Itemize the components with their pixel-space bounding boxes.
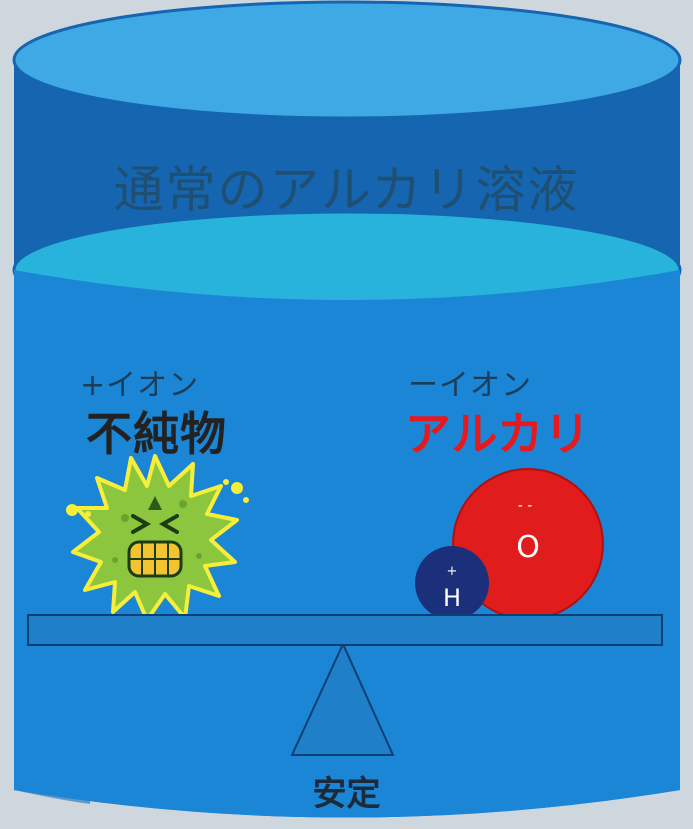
- fulcrum: [290, 641, 395, 756]
- hydrogen-symbol: H: [442, 584, 462, 612]
- page-title: 通常のアルカリ溶液: [113, 161, 580, 219]
- hydrogen-atom: [415, 546, 489, 620]
- liquid-body: [14, 270, 680, 818]
- impurity-label: 不純物: [86, 407, 227, 461]
- stable-label: 安定: [312, 774, 381, 814]
- negative-ion-label: ーイオン: [408, 368, 532, 403]
- container-top: [12, 0, 682, 120]
- positive-ion-label: +イオン: [80, 368, 200, 403]
- oxygen-symbol: O: [516, 530, 540, 565]
- alkali-label: アルカリ: [405, 407, 592, 461]
- balance-beam: [27, 614, 663, 646]
- hydrogen-charge: +: [446, 564, 458, 579]
- oxygen-charge: - -: [517, 498, 533, 514]
- sparkle-icon: [66, 479, 249, 517]
